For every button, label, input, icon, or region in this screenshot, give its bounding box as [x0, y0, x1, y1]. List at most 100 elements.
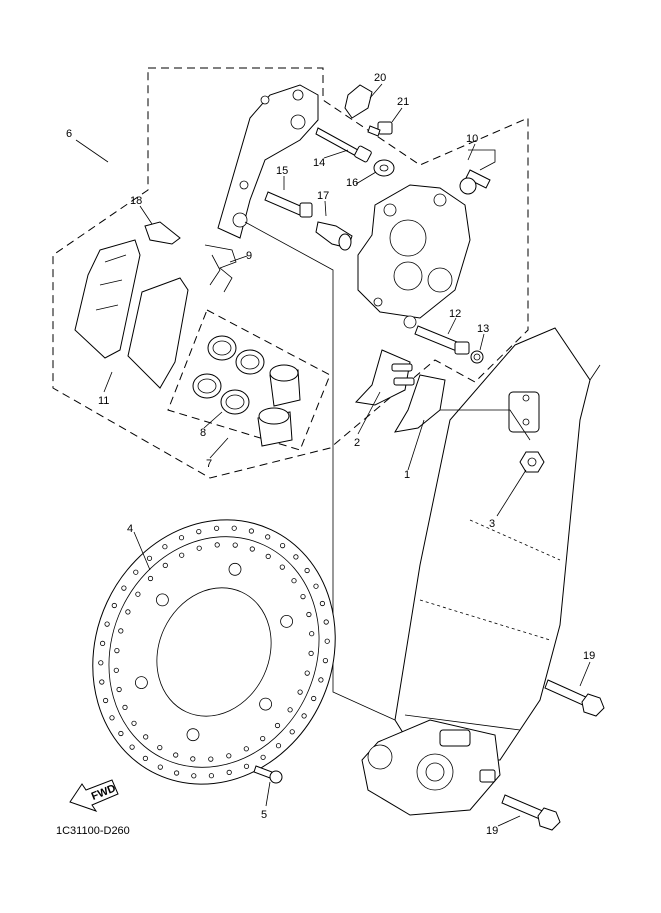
disc-vent-hole: [143, 734, 149, 740]
disc-vent-hole: [260, 754, 266, 760]
disc-vent-hole: [100, 640, 106, 647]
disc-mounting-hole: [155, 593, 169, 607]
callout-17: 17: [317, 190, 329, 202]
callout-15: 15: [276, 165, 288, 177]
disc-vent-hole: [191, 773, 197, 779]
disc-vent-hole: [289, 729, 295, 735]
disc-vent-hole: [311, 695, 317, 702]
callout-19-lower: 19: [486, 825, 498, 837]
clip-20: [344, 84, 373, 119]
disc-vent-hole: [231, 525, 237, 531]
disc-vent-hole: [162, 544, 168, 550]
disc-vent-hole: [103, 697, 109, 704]
seal-kit-outline: [167, 309, 331, 451]
brake-disc-vent-holes: [98, 525, 330, 779]
disc-vent-hole: [196, 545, 202, 551]
disc-vent-hole: [146, 555, 153, 561]
axle-bolt-19-upper: [544, 679, 605, 717]
forward-direction-arrow: FWD: [69, 779, 119, 812]
disc-vent-hole: [116, 686, 122, 693]
disc-mounting-hole: [259, 697, 273, 711]
piston-seals-8: [192, 335, 265, 415]
disc-vent-hole: [122, 704, 128, 711]
slide-pin-15: [264, 191, 313, 218]
disc-vent-hole: [275, 743, 282, 749]
callout-16: 16: [346, 177, 358, 189]
disc-vent-hole: [173, 752, 179, 758]
disc-vent-hole: [291, 578, 297, 584]
disc-vent-hole: [274, 722, 281, 729]
slide-pin-14: [315, 127, 372, 163]
disc-vent-hole: [322, 657, 328, 664]
disc-vent-hole: [279, 564, 285, 570]
brake-pad-inner: [127, 277, 189, 389]
diagram-code: 1C31100-D260: [56, 825, 130, 837]
disc-vent-hole: [306, 611, 312, 618]
disc-vent-hole: [309, 631, 315, 637]
pad-support-18: [144, 221, 181, 245]
disc-vent-hole: [301, 713, 307, 719]
disc-vent-hole: [190, 756, 196, 762]
callout-18: 18: [130, 195, 142, 207]
leader-lines: [75, 83, 591, 827]
disc-vent-hole: [293, 554, 299, 560]
pad-pin-12: [414, 325, 470, 355]
nut-3: [519, 451, 545, 473]
disc-vent-hole: [208, 756, 214, 762]
pad-spring-9: [204, 244, 237, 293]
disc-vent-hole: [279, 542, 286, 549]
disc-vent-hole: [304, 567, 310, 574]
disc-vent-hole: [265, 534, 271, 540]
callout-11: 11: [98, 395, 109, 407]
brake-caliper-assembly-outline: [52, 67, 529, 479]
disc-bolt-5: [253, 765, 283, 784]
disc-vent-hole: [196, 528, 202, 535]
disc-vent-hole: [121, 585, 127, 591]
callout-1: 1: [404, 469, 410, 481]
disc-vent-hole: [111, 602, 117, 609]
callout-5: 5: [261, 809, 267, 821]
callout-14: 14: [313, 157, 325, 169]
disc-vent-hole: [313, 583, 319, 589]
disc-vent-hole: [208, 773, 214, 779]
disc-vent-hole: [248, 528, 254, 534]
disc-vent-hole: [304, 670, 310, 676]
axle-bolt-19-lower: [501, 794, 561, 831]
brake-disc-4: [92, 519, 336, 785]
disc-mounting-hole: [186, 728, 200, 742]
callout-20: 20: [374, 72, 386, 84]
disc-vent-hole: [125, 609, 131, 615]
disc-vent-hole: [147, 575, 154, 582]
disc-vent-hole: [249, 546, 255, 552]
disc-vent-hole: [308, 650, 314, 657]
caliper-support-plate-1: [394, 374, 531, 441]
disc-mounting-hole: [280, 615, 294, 628]
bleed-screw-10: [459, 149, 496, 195]
disc-vent-hole: [118, 730, 124, 737]
disc-vent-hole: [99, 679, 105, 685]
callout-13: 13: [477, 323, 489, 335]
disc-vent-hole: [324, 638, 330, 644]
callout-3: 3: [489, 518, 495, 530]
disc-vent-hole: [133, 569, 139, 575]
disc-vent-hole: [113, 667, 119, 673]
callout-4: 4: [127, 523, 133, 535]
caliper-pistons: [257, 364, 301, 447]
callout-12: 12: [449, 308, 461, 320]
boot-16: [373, 159, 395, 177]
disc-vent-hole: [135, 591, 141, 597]
disc-vent-hole: [104, 621, 110, 627]
disc-vent-hole: [131, 720, 137, 726]
boot-17: [315, 221, 353, 251]
front-fork-leg: [394, 327, 601, 761]
callout-19-upper: 19: [583, 650, 595, 662]
fork-axle-bracket: [361, 719, 501, 816]
brake-pad-outer: [74, 239, 141, 359]
disc-vent-hole: [297, 689, 303, 695]
callout-2: 2: [354, 437, 360, 449]
disc-vent-hole: [318, 677, 324, 683]
disc-vent-hole: [178, 535, 185, 541]
caliper-body: [357, 184, 471, 329]
disc-vent-hole: [157, 764, 163, 770]
